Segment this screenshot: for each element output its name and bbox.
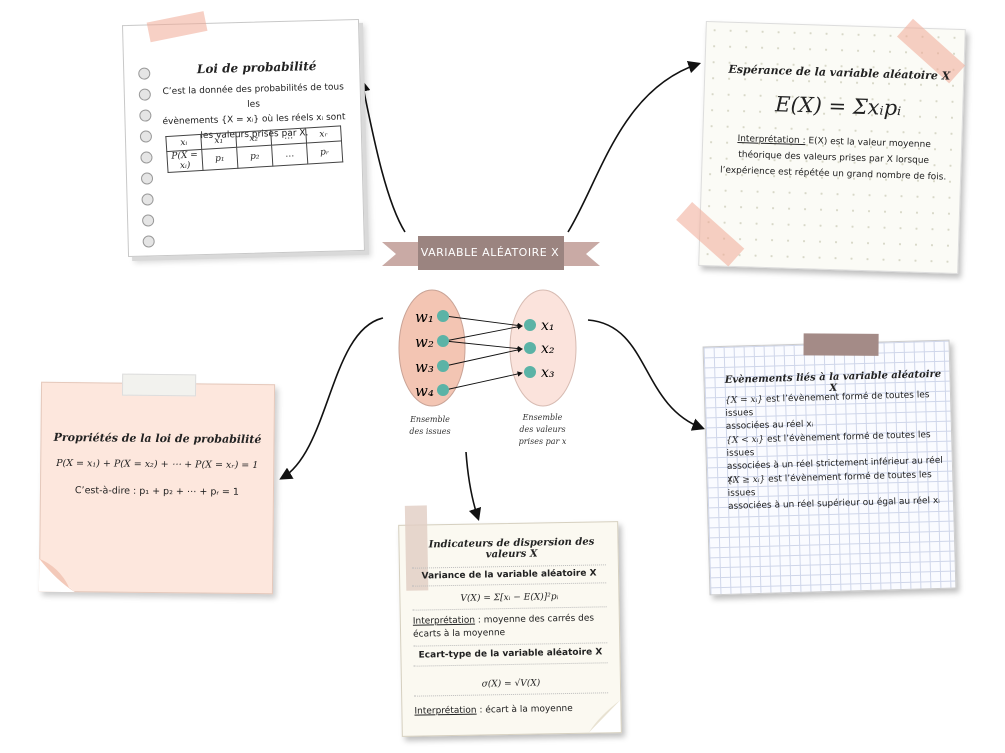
variance-interpretation: Interprétation : moyenne des carrés des … (412, 613, 595, 640)
value-point (524, 366, 536, 378)
omega-label: w₁ (415, 308, 434, 326)
ring-icon (139, 130, 153, 143)
proprietes-formula-short: C’est-à-dire : p₁ + p₂ + ⋯ + pᵣ = 1 (74, 485, 240, 498)
ring-icon (140, 172, 154, 185)
loi-title: Loi de probabilité (196, 59, 317, 77)
esperance-card: Espérance de la variable aléatoire X E(X… (676, 18, 966, 275)
arrow-to-loi (357, 78, 406, 233)
ring-icon (140, 151, 153, 164)
ecart-type-interpretation: Interprétation : écart à la moyenne (414, 703, 573, 717)
tape (803, 333, 879, 356)
omega-point (437, 360, 449, 372)
value-label: x₃ (541, 365, 555, 381)
variance-formula: V(X) = Σ[xᵢ − E(X)]²pᵢ (460, 592, 559, 604)
arrow-to-dispersion (465, 451, 482, 522)
value-point (524, 342, 536, 354)
omega-point (437, 310, 449, 322)
arrow-to-proprietes (279, 317, 384, 480)
omega-point (437, 335, 449, 347)
dispersion-card: Indicateurs de dispersion des valeurs X … (398, 505, 622, 737)
esperance-formula: E(X) = Σxᵢpᵢ (774, 92, 902, 121)
omega-label: w₄ (415, 382, 434, 400)
ring-icon (141, 214, 155, 227)
ring-icon (139, 109, 152, 122)
ring-icon (142, 235, 155, 248)
value-label: x₂ (541, 341, 555, 357)
mapping-diagram: w₁ w₂ w₃ w₄ x₁ x₂ x₃ (398, 289, 577, 407)
esperance-interpretation: Interprétation : E(X) est la valeur moye… (719, 134, 947, 183)
omega-label: w₂ (415, 333, 434, 351)
title-banner (382, 236, 600, 270)
omega-set (398, 289, 466, 407)
evenement-item: {X = xᵢ} est l’évènement formé de toutes… (724, 390, 930, 432)
omega-point (437, 384, 449, 396)
value-label: x₁ (541, 318, 555, 334)
proprietes-card: Propriétés de la loi de probabilité P(X … (38, 373, 276, 595)
variance-heading: Variance de la variable aléatoire X (421, 568, 597, 582)
folded-corner (38, 558, 75, 593)
evenements-card: Evènements liés à la variable aléatoire … (702, 333, 957, 596)
ring-icon (141, 193, 154, 206)
tape (121, 373, 197, 397)
ring-icon (138, 67, 151, 80)
ecart-type-heading: Ecart-type de la variable aléatoire X (418, 647, 603, 661)
value-point (524, 319, 536, 331)
loi-card: Loi de probabilité C’est la donnée des p… (122, 11, 365, 258)
folded-corner (588, 700, 621, 733)
dispersion-title: Indicateurs de dispersion des valeurs X (428, 536, 595, 561)
arrow-to-evenements (587, 319, 705, 431)
evenement-item: {X ≥ xᵢ} est l’évènement formé de toutes… (727, 470, 940, 512)
esperance-title: Espérance de la variable aléatoire X (728, 62, 951, 83)
proprietes-title: Propriétés de la loi de probabilité (53, 430, 262, 447)
banner-title: VARIABLE ALÉATOIRE X (420, 246, 560, 259)
proprietes-formula-sum: P(X = x₁) + P(X = x₂) + ⋯ + P(X = xᵣ) = … (56, 457, 259, 472)
ring-icon (138, 88, 151, 101)
ecart-type-formula: σ(X) = √V(X) (481, 678, 541, 690)
arrow-to-esperance (567, 60, 702, 233)
omega-label: w₃ (415, 358, 434, 376)
